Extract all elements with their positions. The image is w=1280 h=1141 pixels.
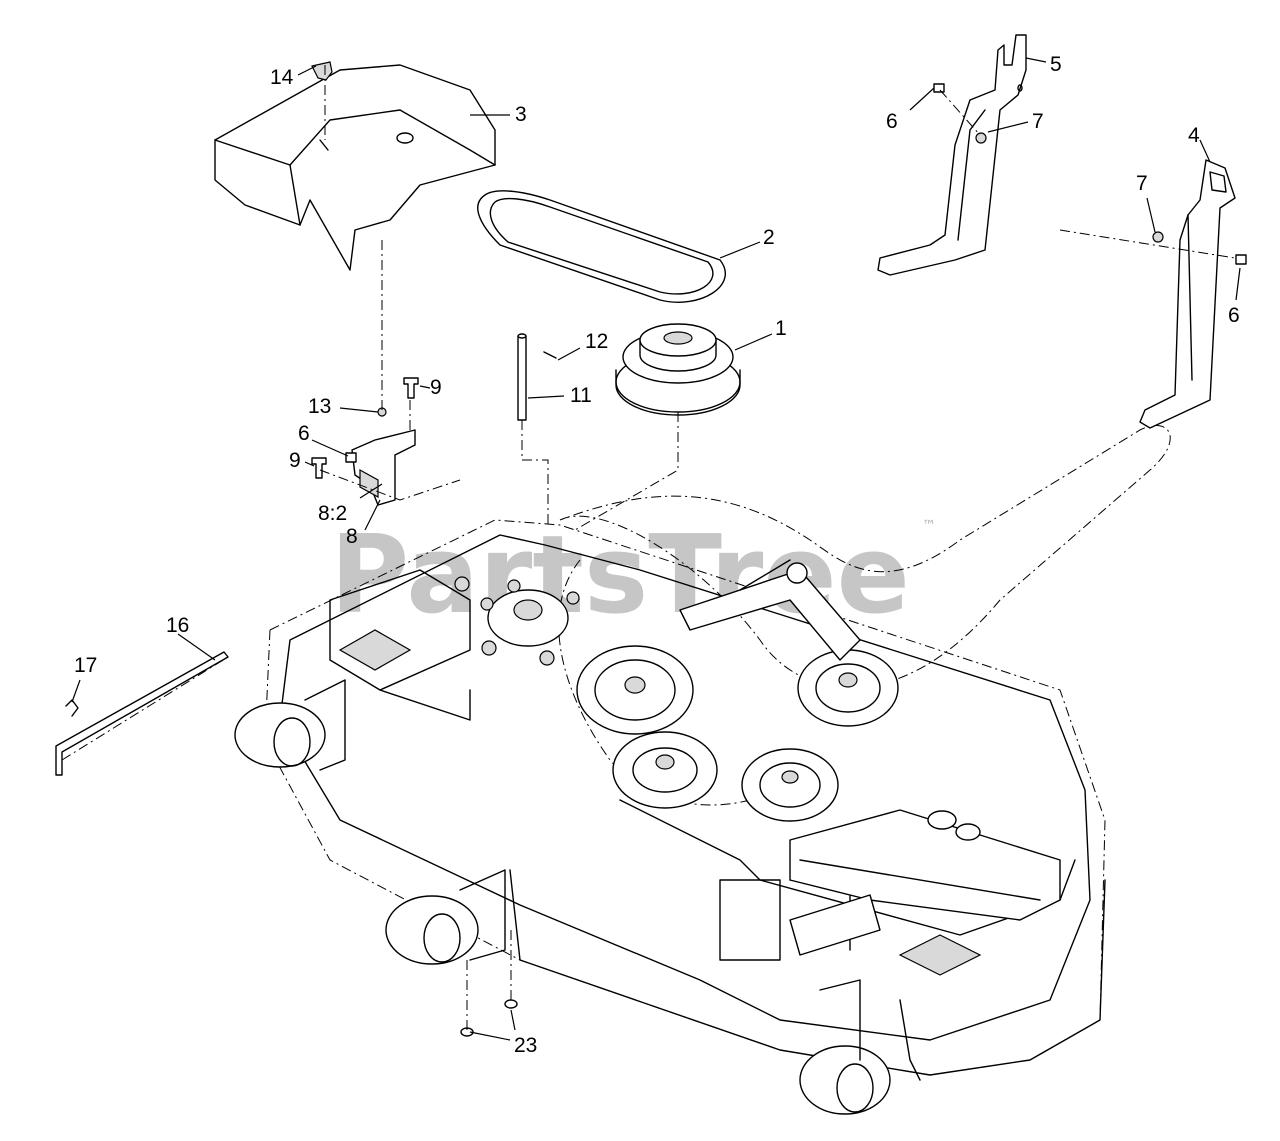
callout-9-upper: 9 (430, 376, 442, 399)
callout-6-right: 6 (1228, 304, 1240, 327)
callout-17: 17 (74, 654, 97, 677)
leader-lines (71, 57, 1241, 1041)
part-23-nuts (460, 999, 518, 1037)
part-16-rod (55, 651, 229, 776)
part-6-bolt (345, 452, 357, 463)
callout-8: 8 (346, 525, 358, 548)
callout-13: 13 (308, 395, 331, 418)
part-8-bracket (351, 429, 416, 506)
callout-16: 16 (166, 614, 189, 637)
idler-arm (679, 559, 861, 661)
callout-12: 12 (585, 330, 608, 353)
part-6-bolt-right (1235, 254, 1247, 265)
callout-14: 14 (270, 66, 294, 89)
deck-cover (789, 809, 1061, 921)
part-7-nut-right (1152, 231, 1164, 243)
part-6-bolt-upper (933, 83, 945, 93)
callout-9-lower: 9 (289, 449, 301, 472)
callout-6-upper: 6 (886, 110, 898, 133)
part-11-rod (517, 333, 527, 421)
deck-pulleys (487, 589, 899, 822)
callout-2: 2 (763, 226, 775, 249)
callout-23: 23 (514, 1034, 537, 1057)
part-3-belt-cover (214, 64, 496, 271)
callout-6-left: 6 (298, 422, 310, 445)
watermark-trademark: ™ (922, 518, 936, 534)
callout-7-right: 7 (1136, 172, 1148, 195)
callout-7-upper: 7 (1032, 110, 1044, 133)
part-14-knob (311, 61, 333, 81)
part-17-pin (65, 699, 79, 717)
callout-11: 11 (570, 384, 592, 407)
part-9-bolts (311, 377, 419, 479)
part-12-pin (543, 351, 557, 359)
deck-nuts (454, 576, 580, 666)
part-7-nut-upper (975, 132, 987, 144)
callout-1: 1 (775, 317, 787, 340)
deck-decals (338, 629, 982, 976)
callout-5: 5 (1050, 53, 1062, 76)
caster-wheels (234, 679, 891, 1115)
part-4-bracket (1139, 159, 1236, 429)
alignment-lines (61, 65, 1236, 1030)
callout-3: 3 (515, 103, 527, 126)
part-5-bracket (877, 34, 1027, 276)
callout-4: 4 (1188, 124, 1200, 147)
callout-8-2: 8:2 (318, 502, 347, 525)
callout-labels: 14 3 2 1 12 11 9 13 6 9 8:2 8 5 6 7 4 7 … (74, 53, 1240, 1057)
part-2-belt (477, 190, 727, 303)
part-1-pulley (615, 323, 741, 416)
